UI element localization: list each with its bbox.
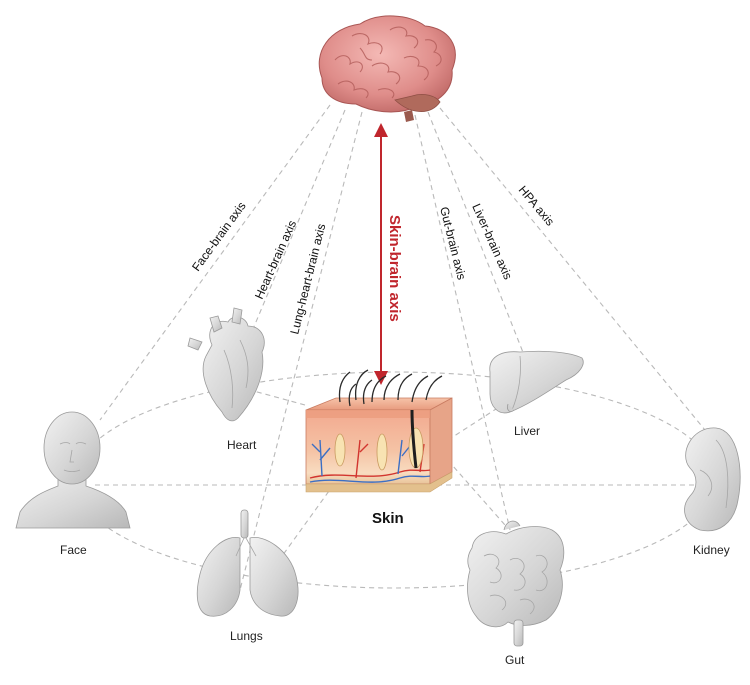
heart-label: Heart [227, 438, 257, 452]
gut-label: Gut [505, 653, 525, 667]
heart-icon [187, 307, 265, 422]
lung-heart-brain-axis-label: Lung-heart-brain axis [287, 222, 328, 335]
kidney-icon [684, 427, 741, 532]
hpa-axis-label: HPA axis [516, 183, 557, 229]
gut-brain-axis-label: Gut-brain axis [437, 205, 469, 281]
kidney-label: Kidney [693, 543, 730, 557]
face-label: Face [60, 543, 87, 557]
heart-brain-axis-label: Heart-brain axis [252, 218, 299, 301]
lungs-icon [196, 509, 299, 617]
liver-label: Liver [514, 424, 540, 438]
skin-brain-axis-label: Skin-brain axis [386, 215, 403, 322]
brain-icon [318, 15, 456, 122]
liver-brain-axis-label: Liver-brain axis [469, 202, 515, 282]
skin-brain-axis-arrow: Skin-brain axis [374, 123, 403, 385]
skin-label: Skin [372, 510, 404, 527]
lungs-label: Lungs [230, 629, 263, 643]
face-brain-axis-label: Face-brain axis [189, 199, 249, 274]
liver-icon [489, 350, 584, 414]
skin-cross-section-icon [305, 369, 453, 493]
gut-icon [467, 520, 565, 647]
face-icon [15, 411, 131, 529]
